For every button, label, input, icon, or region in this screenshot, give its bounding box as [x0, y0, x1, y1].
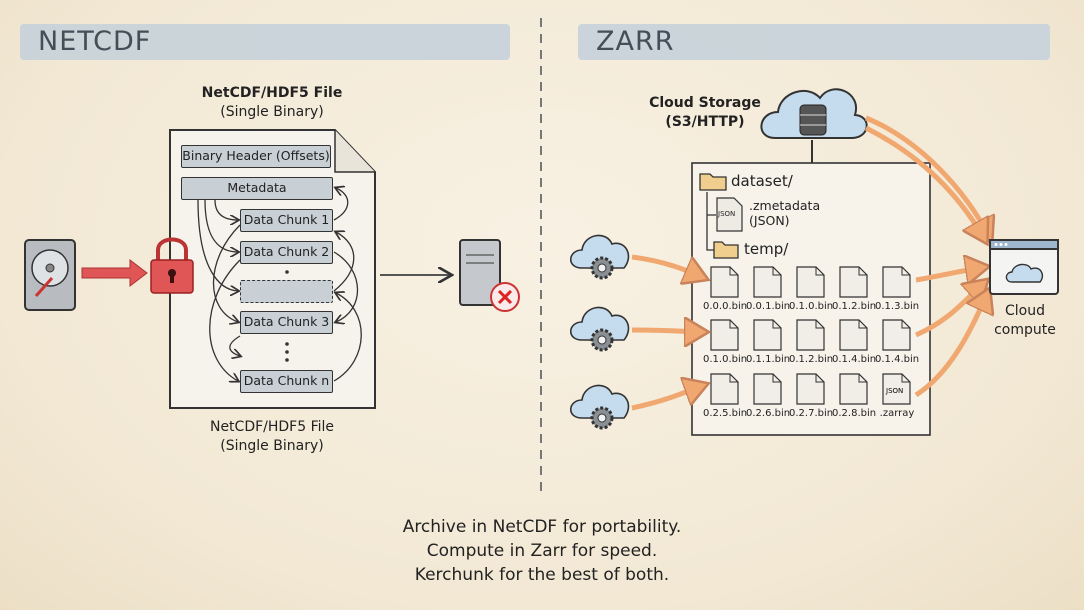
- hard-drive-icon: [24, 239, 76, 311]
- file-name-label: 0.2.5.bin: [703, 408, 748, 419]
- chunk-file-icon: [882, 319, 911, 351]
- cloud-compute-icon: [989, 239, 1059, 295]
- zmetadata-type: (JSON): [749, 213, 790, 228]
- binary-header-block: Binary Header (Offsets): [181, 145, 331, 168]
- label-line: Cloud: [1005, 303, 1045, 319]
- json-badge: JSON: [718, 210, 736, 218]
- cloud-compute-label: Cloud compute: [985, 302, 1065, 340]
- subtitle-text: (Single Binary): [220, 104, 324, 120]
- title-text: NetCDF/HDF5 File: [201, 85, 343, 101]
- chunk-file-icon: [839, 266, 868, 298]
- data-chunk-2: Data Chunk 2: [240, 241, 333, 264]
- file-name-label: 0.2.8.bin: [832, 408, 877, 419]
- footer-line-2: Compute in Zarr for speed.: [426, 541, 658, 561]
- json-badge: JSON: [885, 387, 903, 395]
- json-file-icon: JSON: [882, 373, 911, 405]
- title-text: Cloud Storage: [649, 95, 761, 111]
- netcdf-bottom-title: NetCDF/HDF5 File (Single Binary): [172, 418, 372, 456]
- chunk-file-icon: [753, 266, 782, 298]
- file-name-label: 0.1.3.bin: [875, 301, 920, 312]
- file-name-label: 0.1.0.bin: [703, 354, 748, 365]
- data-chunk-blank: [240, 280, 333, 303]
- dataset-folder-label: dataset/: [731, 172, 793, 190]
- netcdf-top-title: NetCDF/HDF5 File (Single Binary): [172, 84, 372, 122]
- orange-arrows: [631, 115, 990, 411]
- netcdf-header-text: NETCDF: [38, 26, 152, 57]
- folder-icon: [713, 241, 739, 259]
- footer-line-3: Kerchunk for the best of both.: [414, 565, 670, 585]
- chunk-file-icon: [796, 373, 825, 405]
- chunk-file-icon: [753, 373, 782, 405]
- chunk-file-icon: [882, 266, 911, 298]
- data-chunk-n: Data Chunk n: [240, 370, 333, 393]
- chunk-file-icon: [839, 373, 868, 405]
- chunk-file-icon: [710, 266, 739, 298]
- file-name-label: 0.1.2.bin: [832, 301, 877, 312]
- file-name-label: 0.1.4.bin: [875, 354, 920, 365]
- cloud-storage-icon: [760, 88, 868, 163]
- data-chunk-3: Data Chunk 3: [240, 311, 333, 334]
- file-name-label: .zarray: [879, 408, 915, 419]
- footer-line-1: Archive in NetCDF for portability.: [402, 517, 682, 537]
- chunk-file-icon: [710, 319, 739, 351]
- lock-icon: [150, 237, 194, 294]
- cloud-storage-title: Cloud Storage (S3/HTTP): [640, 94, 770, 132]
- chunk-file-icon: [796, 319, 825, 351]
- title-text: NetCDF/HDF5 File: [209, 419, 335, 435]
- chunk-file-icon: [753, 319, 782, 351]
- zmetadata-label: .zmetadata (JSON): [749, 198, 820, 228]
- red-arrow: [81, 258, 148, 288]
- zarr-header-text: ZARR: [596, 26, 675, 57]
- metadata-block: Metadata: [181, 177, 333, 200]
- cloud-gear-icon: [569, 384, 630, 430]
- footer-text: Archive in NetCDF for portability. Compu…: [0, 515, 1084, 587]
- server-error-icon: [459, 239, 520, 312]
- data-chunk-1: Data Chunk 1: [240, 209, 333, 232]
- file-name-label: 0.1.4.bin: [832, 354, 877, 365]
- folder-icon: [699, 173, 727, 191]
- subtitle-text: (Single Binary): [220, 438, 324, 454]
- file-name-label: 0.0.1.bin: [746, 301, 791, 312]
- cloud-gear-icon: [569, 306, 630, 352]
- zmetadata-name: .zmetadata: [749, 198, 821, 213]
- json-file-icon: [716, 197, 743, 232]
- label-line: compute: [994, 322, 1056, 338]
- file-name-label: 0.1.0.bin: [789, 301, 834, 312]
- chunk-file-icon: [710, 373, 739, 405]
- file-name-label: 0.2.6.bin: [746, 408, 791, 419]
- file-name-label: 0.1.1.bin: [746, 354, 791, 365]
- file-name-label: 0.0.0.bin: [703, 301, 748, 312]
- temp-folder-label: temp/: [744, 240, 789, 258]
- chunk-file-icon: [839, 319, 868, 351]
- zarr-header: ZARR: [578, 24, 1050, 60]
- netcdf-header: NETCDF: [20, 24, 510, 60]
- file-name-label: 0.1.2.bin: [789, 354, 834, 365]
- cloud-gear-icon: [569, 234, 630, 280]
- subtitle-text: (S3/HTTP): [665, 114, 745, 130]
- file-name-label: 0.2.7.bin: [789, 408, 834, 419]
- chunk-offset-arrows: [197, 188, 362, 381]
- chunk-file-icon: [796, 266, 825, 298]
